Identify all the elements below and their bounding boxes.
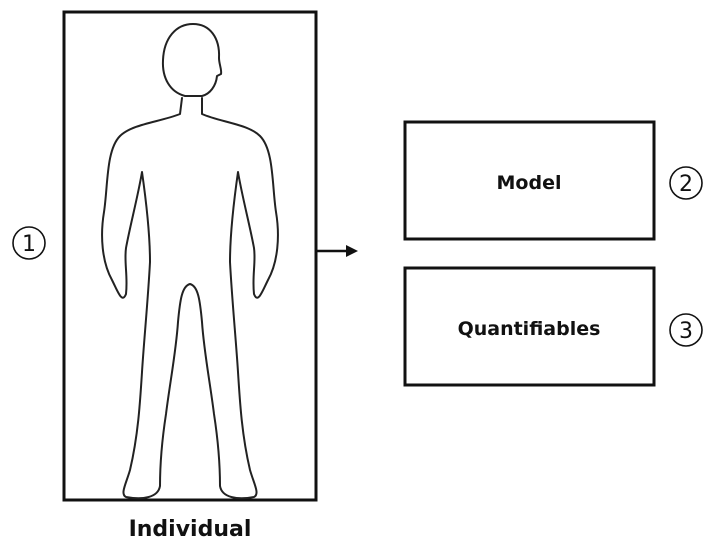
quantifiables-label: Quantifiables bbox=[458, 318, 601, 340]
marker-1-label: 1 bbox=[22, 232, 36, 257]
arrow-right-icon bbox=[316, 245, 358, 257]
individual-label: Individual bbox=[129, 517, 252, 542]
marker-1-circle bbox=[12, 226, 46, 260]
model-label: Model bbox=[497, 172, 562, 194]
marker-2-circle bbox=[669, 166, 703, 200]
marker-2-label: 2 bbox=[679, 172, 693, 197]
marker-3-label: 3 bbox=[679, 319, 693, 344]
model-box bbox=[403, 120, 656, 241]
marker-3-circle bbox=[669, 313, 703, 347]
individual-frame bbox=[62, 10, 318, 502]
quantifiables-box bbox=[403, 266, 656, 387]
human-silhouette-icon bbox=[101, 23, 279, 500]
